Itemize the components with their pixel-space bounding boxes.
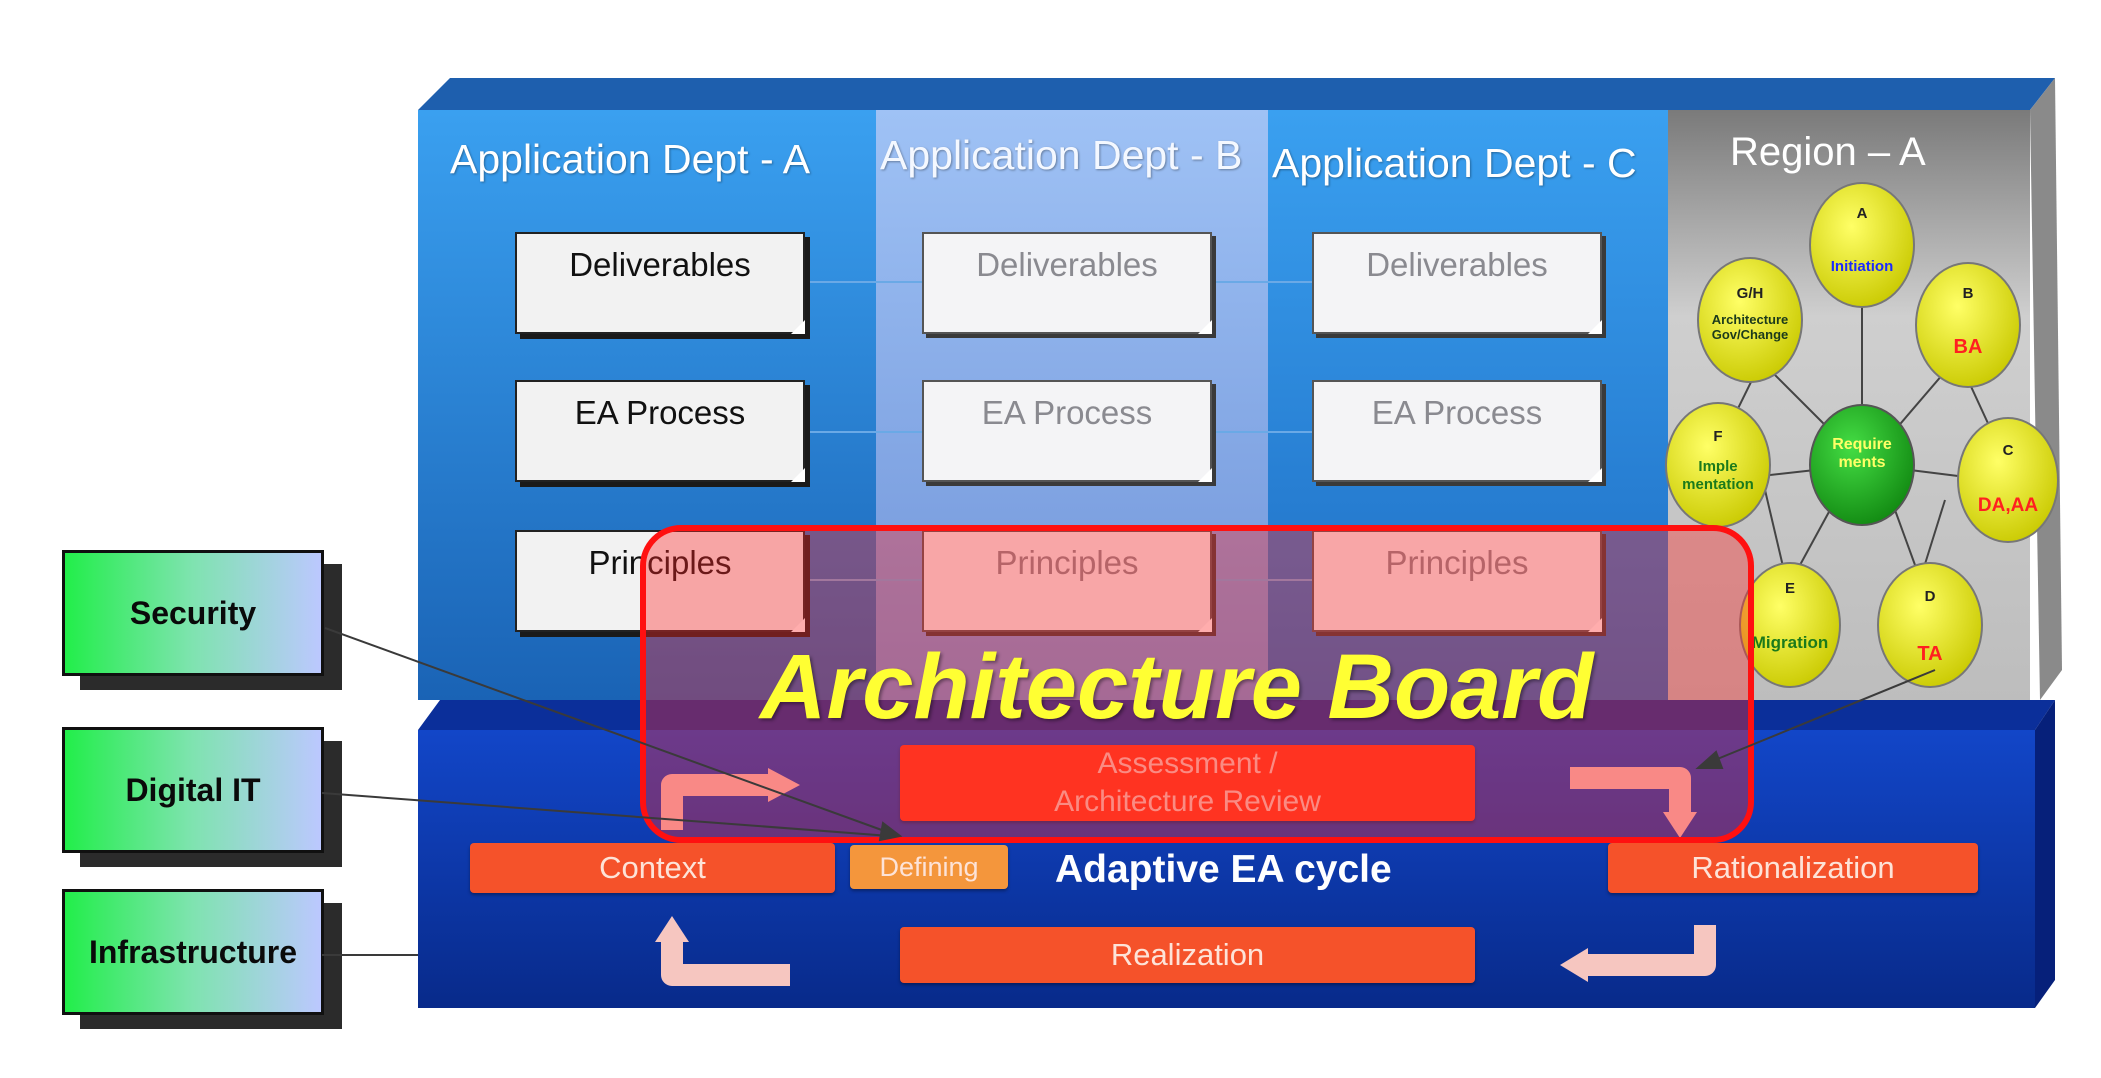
node-b bbox=[1915, 262, 2021, 388]
node-center-label: Require ments bbox=[1832, 436, 1892, 471]
infrastructure-box: Infrastructure bbox=[62, 889, 324, 1015]
node-center bbox=[1809, 404, 1915, 526]
assessment-block: Assessment / Architecture Review bbox=[900, 745, 1475, 821]
region-nodes bbox=[1665, 182, 2059, 688]
arrow-head-3 bbox=[1560, 948, 1588, 982]
card-principles-c: Principles bbox=[1312, 530, 1602, 632]
cycle-side-bevel bbox=[2035, 700, 2055, 1008]
region-connector-head bbox=[1695, 750, 1724, 769]
assessment-line-1: Assessment / bbox=[900, 745, 1475, 783]
card-ea-process-b: EA Process bbox=[922, 380, 1212, 482]
node-e bbox=[1739, 562, 1841, 688]
node-e-letter: E bbox=[1784, 580, 1795, 597]
node-f-letter: F bbox=[1713, 428, 1723, 445]
node-e-label: Migration bbox=[1751, 633, 1829, 652]
node-a-letter: A bbox=[1856, 205, 1868, 222]
dept-c-title: Application Dept - C bbox=[1272, 140, 1637, 186]
realization-block: Realization bbox=[900, 927, 1475, 983]
node-d-letter: D bbox=[1924, 588, 1936, 605]
defining-block: Defining bbox=[850, 845, 1008, 889]
node-d bbox=[1877, 562, 1983, 688]
node-f-label: Imple mentation bbox=[1682, 458, 1754, 493]
right-bevel bbox=[2030, 78, 2062, 700]
node-c-label: DA,AA bbox=[1977, 495, 2039, 516]
top-bevel bbox=[418, 78, 2055, 110]
card-deliverables-b: Deliverables bbox=[922, 232, 1212, 334]
architecture-board-frame bbox=[640, 525, 1754, 843]
card-principles-a: Principles bbox=[515, 530, 805, 632]
security-box: Security bbox=[62, 550, 324, 676]
adaptive-ea-cycle-label: Adaptive EA cycle bbox=[1055, 848, 1392, 891]
connector-lines bbox=[321, 627, 1936, 956]
assessment-line-2: Architecture Review bbox=[900, 783, 1475, 821]
node-gh bbox=[1697, 257, 1803, 383]
arrow-bottom-left bbox=[661, 940, 790, 986]
arrow-heads bbox=[655, 768, 1697, 982]
card-principles-b: Principles bbox=[922, 530, 1212, 632]
node-gh-letter: G/H bbox=[1736, 285, 1764, 302]
node-d-label: TA bbox=[1917, 643, 1943, 665]
arrow-top-right bbox=[1570, 767, 1691, 815]
card-ea-process-a: EA Process bbox=[515, 380, 805, 482]
region-connector bbox=[1709, 669, 1936, 763]
node-b-label: BA bbox=[1953, 336, 1983, 358]
cycle-arrows bbox=[661, 767, 1716, 986]
node-c-letter: C bbox=[2002, 442, 2014, 459]
card-deliverables-a: Deliverables bbox=[515, 232, 805, 334]
node-a-label: Initiation bbox=[1830, 258, 1894, 275]
dept-b-title: Application Dept - B bbox=[880, 132, 1243, 178]
card-deliverables-c: Deliverables bbox=[1312, 232, 1602, 334]
arrow-top-left bbox=[661, 774, 770, 830]
cycle-top-bevel bbox=[418, 700, 2055, 730]
arrow-head-1 bbox=[768, 768, 800, 802]
node-b-letter: B bbox=[1962, 285, 1974, 302]
digital-it-connector bbox=[321, 792, 891, 837]
arrow-head-4 bbox=[655, 916, 689, 942]
architecture-board-title: Architecture Board bbox=[760, 636, 1594, 738]
node-gh-label: Architecture Gov/Change bbox=[1711, 312, 1789, 342]
arrow-bottom-right bbox=[1585, 925, 1716, 976]
digital-it-box: Digital IT bbox=[62, 727, 324, 853]
context-block: Context bbox=[470, 843, 835, 893]
region-title: Region – A bbox=[1730, 130, 1926, 174]
node-a bbox=[1809, 182, 1915, 308]
rationalization-block: Rationalization bbox=[1608, 843, 1978, 893]
security-connector bbox=[324, 627, 891, 834]
dept-a-title: Application Dept - A bbox=[450, 136, 811, 182]
card-ea-process-c: EA Process bbox=[1312, 380, 1602, 482]
node-c bbox=[1957, 417, 2059, 543]
arrow-head-2 bbox=[1663, 812, 1697, 838]
